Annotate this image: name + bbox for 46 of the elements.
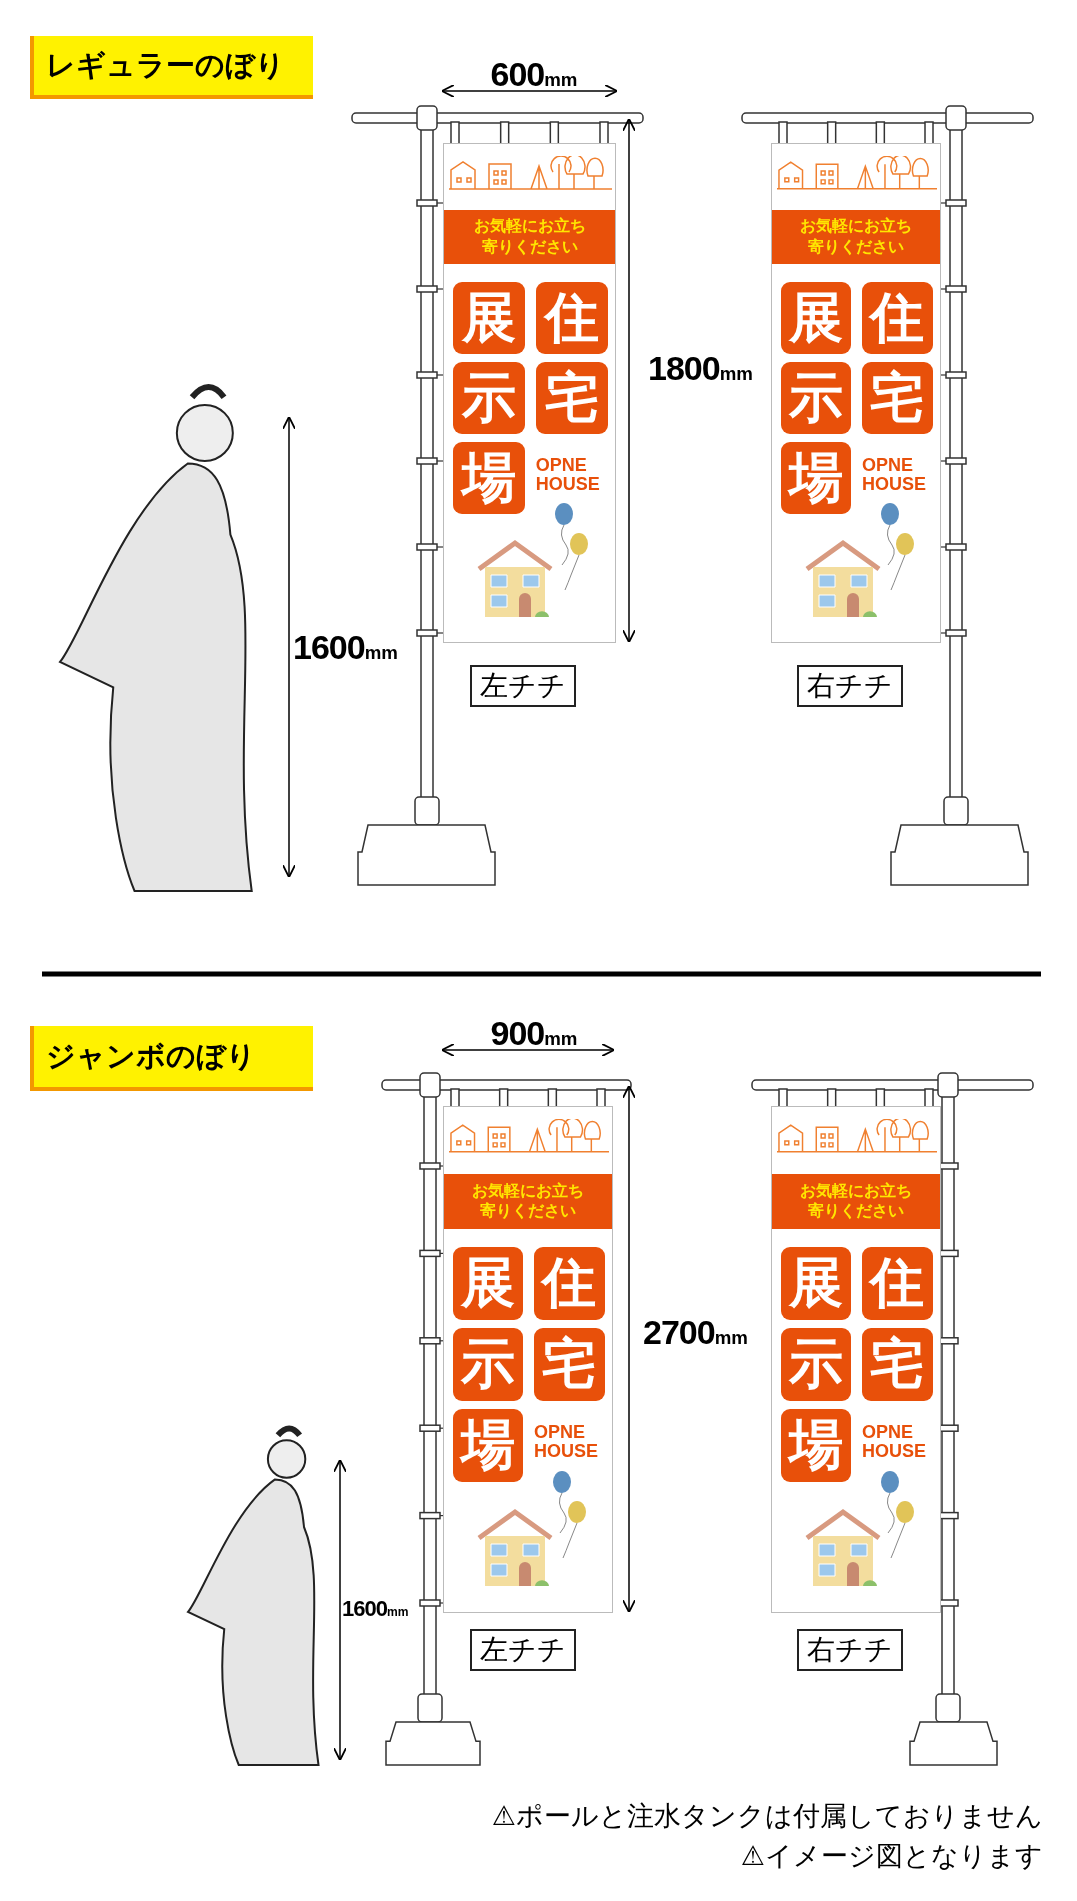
banner-text: OPNE HOUSE — [534, 1423, 600, 1462]
character-tile: 場 — [452, 1409, 524, 1483]
section-badge: ジャンボのぼり — [30, 1026, 313, 1091]
character-tile: 宅 — [534, 1328, 605, 1402]
character-tile: 住 — [534, 1246, 605, 1320]
dimension-label: 1600mm — [293, 628, 398, 667]
flag-banner — [443, 1106, 613, 1613]
caption-box: 左チチ — [470, 665, 576, 707]
character-tile: 展 — [780, 282, 852, 354]
banner-heading: お気軽にお立ち寄りください — [444, 1173, 612, 1229]
dimension-label: 2700mm — [643, 1313, 748, 1352]
character-tile: 宅 — [535, 362, 608, 434]
dimension-label: 1600mm — [342, 1596, 409, 1622]
banner-heading: お気軽にお立ち寄りください — [772, 210, 940, 264]
character-tile: 展 — [780, 1246, 852, 1320]
character-tile: 示 — [452, 362, 525, 434]
caption-box: 右チチ — [797, 665, 903, 707]
banner-text: OPNE HOUSE — [862, 1423, 928, 1462]
character-tile: 示 — [452, 1328, 524, 1402]
caption-box: 右チチ — [797, 1629, 903, 1671]
character-tile: 示 — [780, 362, 852, 434]
dimension-label: 600mm — [490, 55, 578, 94]
flag-banner — [771, 143, 941, 643]
banner-heading: お気軽にお立ち寄りください — [772, 1173, 940, 1229]
character-tile: 住 — [535, 282, 608, 354]
character-tile: 場 — [452, 442, 525, 514]
character-tile: 展 — [452, 282, 525, 354]
section-badge: レギュラーのぼり — [30, 36, 313, 99]
banner-heading: お気軽にお立ち寄りください — [444, 210, 615, 264]
character-tile: 場 — [780, 1409, 852, 1483]
dimension-label: 900mm — [490, 1014, 578, 1053]
banner-text: OPNE HOUSE — [862, 456, 928, 494]
caption-box: 左チチ — [470, 1629, 576, 1671]
character-tile: 場 — [780, 442, 852, 514]
flag-banner — [443, 143, 616, 643]
note-text: ⚠ポールと注水タンクは付属しておりません — [491, 1799, 1043, 1833]
note-text: ⚠イメージ図となります — [740, 1839, 1043, 1873]
character-tile: 示 — [780, 1328, 852, 1402]
character-tile: 住 — [862, 1246, 933, 1320]
flag-banner — [771, 1106, 941, 1613]
dimension-label: 1800mm — [648, 349, 753, 388]
character-tile: 住 — [862, 282, 933, 354]
character-tile: 宅 — [862, 1328, 933, 1402]
character-tile: 宅 — [862, 362, 933, 434]
character-tile: 展 — [452, 1246, 524, 1320]
banner-text: OPNE HOUSE — [535, 456, 601, 494]
